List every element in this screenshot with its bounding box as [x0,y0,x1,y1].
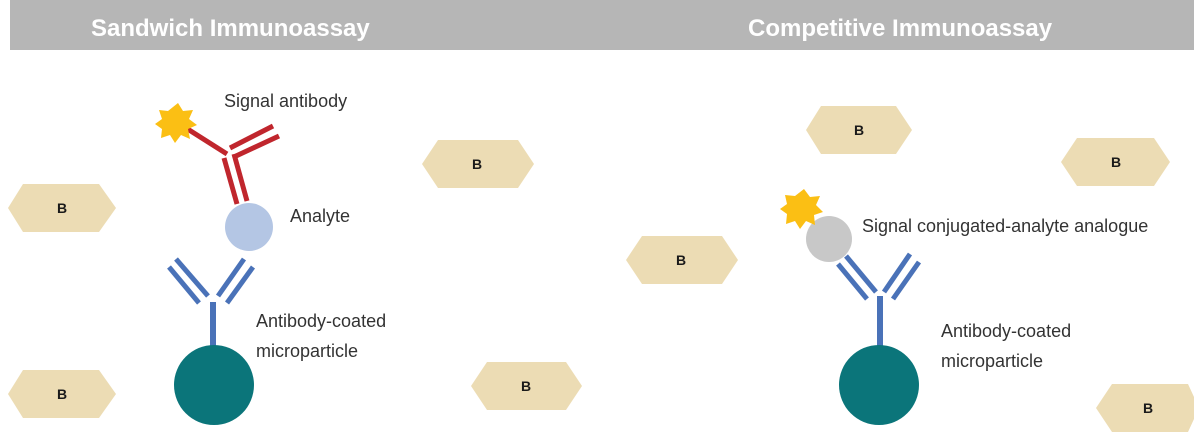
microparticle-label-line1: Antibody-coated [941,321,1071,341]
microparticle-label-line1: Antibody-coated [256,311,386,331]
free-molecule-hexagon: B [471,362,582,410]
analyte [225,203,273,251]
molecule-label: B [676,252,686,268]
molecule-label: B [854,122,864,138]
microparticle [174,345,254,425]
free-molecule-hexagon: B [626,236,738,284]
microparticle [839,345,919,425]
signal-antibody [184,123,281,205]
analyte-label: Analyte [290,206,350,226]
molecule-label: B [1143,400,1153,416]
header-bar [10,0,1194,50]
capture-antibody-arms [167,257,256,305]
sandwich-immunoassay-title: Sandwich Immunoassay [91,15,370,42]
competitive-complex [780,189,922,425]
microparticle-label-line2: microparticle [256,341,358,361]
capture-antibody-arms [836,252,922,301]
signal-star [155,103,197,143]
signal-star [780,189,823,229]
molecule-label: B [472,156,482,172]
molecule-label: B [57,200,67,216]
free-molecule-hexagon: B [806,106,912,154]
analyte-analogue [806,216,852,262]
molecule-label: B [57,386,67,402]
sandwich-complex [155,103,281,425]
free-molecule-hexagon: B [1061,138,1170,186]
molecule-label: B [1111,154,1121,170]
competitive-immunoassay-title: Competitive Immunoassay [748,15,1053,42]
free-molecule-hexagon: B [8,184,116,232]
microparticle-label-line2: microparticle [941,351,1043,371]
free-molecule-hexagon: B [422,140,534,188]
molecule-label: B [521,378,531,394]
free-molecule-hexagon: B [1096,384,1194,432]
signal-antibody-label: Signal antibody [224,91,347,111]
free-molecule-hexagon: B [8,370,116,418]
conjugate-label: Signal conjugated-analyte analogue [862,216,1148,236]
